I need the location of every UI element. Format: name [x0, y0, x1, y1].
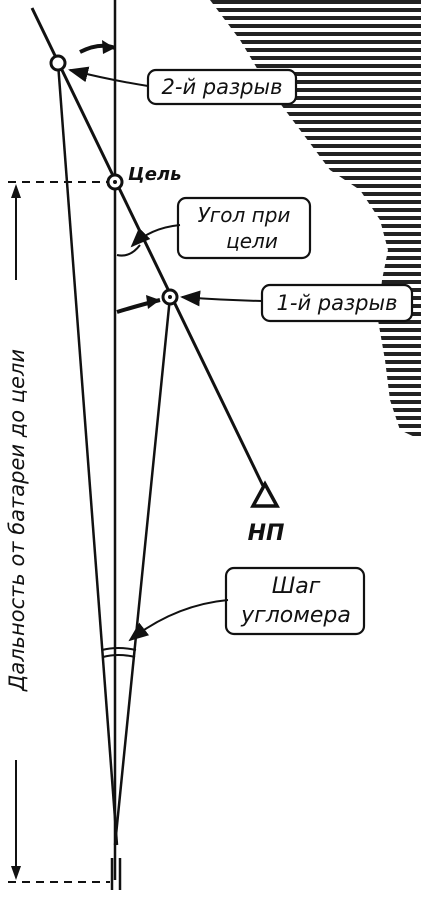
angle-at-target-label-box: [176, 196, 312, 260]
burst-2-angle-arrow: [102, 40, 115, 54]
range-arrow-up-icon: [11, 184, 21, 198]
terrain-hatching: [210, 0, 421, 440]
target-label: Цель: [128, 164, 181, 185]
battery-to-burst-1-line: [113, 296, 172, 846]
range-axis-label: Дальность от батареи до цели: [5, 349, 29, 692]
burst-2-marker-icon: [49, 54, 67, 72]
angle-step-label-line1: Шаг: [272, 574, 321, 599]
burst-1-angle-arrow: [146, 295, 160, 309]
burst-1-label-box: [260, 283, 414, 323]
burst-1-leader-arrow: [180, 290, 263, 307]
range-arrow-down-icon: [11, 866, 21, 880]
battery-icon: [110, 858, 122, 890]
burst-1-marker-dot: [168, 295, 172, 299]
angle-step-leader-arrow: [128, 599, 229, 642]
angle-at-target-label-line2: цели: [226, 229, 278, 253]
observation-line: [30, 7, 267, 491]
target-angle-arc: [116, 244, 141, 257]
observation-post-icon: [250, 480, 280, 508]
angle-at-target-leader-arrow: [130, 224, 181, 248]
angle-step-arc: [101, 647, 137, 651]
angle-at-target-label-line1: Угол при: [198, 203, 291, 227]
target-marker-dot: [113, 180, 117, 184]
angle-step-label-line2: угломера: [240, 603, 351, 628]
burst-2-leader-arrow: [68, 66, 149, 87]
angle-step-arc-inner: [102, 654, 136, 658]
burst-2-label-box: [146, 68, 298, 106]
burst-1-label: 1-й разрыв: [277, 291, 398, 315]
battery-to-burst-2-line: [56, 62, 119, 846]
observation-post-label: НП: [248, 521, 285, 546]
burst-2-label: 2-й разрыв: [162, 75, 283, 99]
